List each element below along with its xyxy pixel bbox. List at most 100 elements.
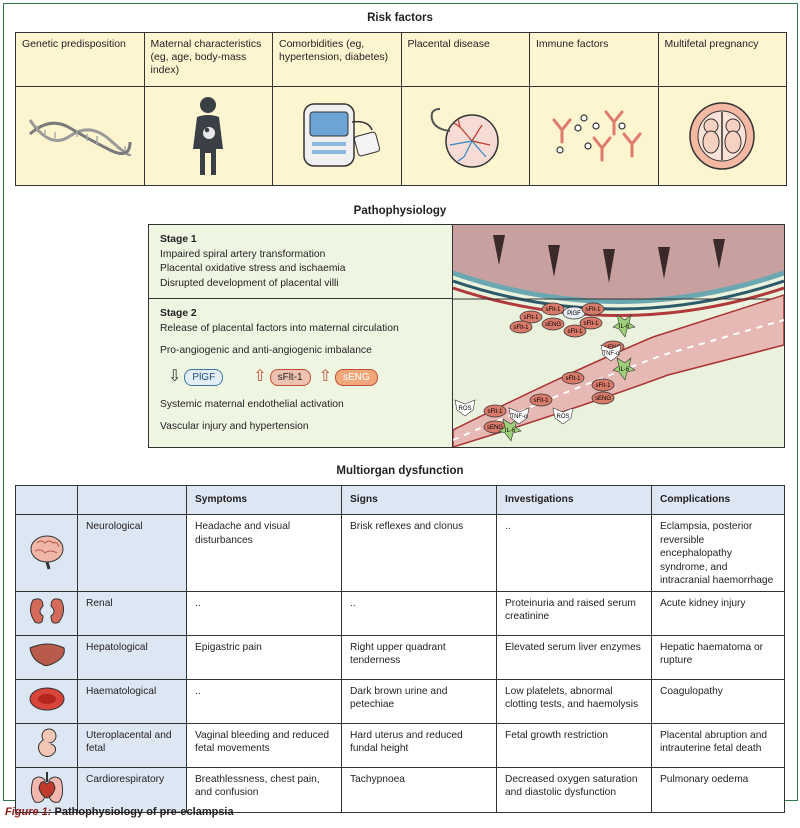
stage2-imbalance: Pro-angiogenic and anti-angiogenic imbal…	[160, 345, 372, 356]
sflt1-cell-label: sFlt-1	[568, 329, 584, 335]
sflt1-cell-label: sFlt-1	[584, 321, 600, 327]
pathophysiology-title: Pathophysiology	[353, 205, 447, 217]
plgf-marker: PlGF	[184, 368, 224, 386]
brain-icon	[15, 514, 78, 592]
risk-factors-panel: Genetic predisposition Maternal characte…	[15, 32, 787, 186]
sflt1-cell-label: sFlt-1	[586, 307, 602, 313]
signs-cell: Hard uterus and reduced fundal height	[341, 722, 497, 768]
seng-marker: sENG	[335, 368, 378, 386]
signs-cell: Tachypnoea	[341, 766, 497, 813]
symptoms-cell: Epigastric pain	[186, 634, 342, 680]
sflt1-marker: sFlt-1	[269, 368, 311, 386]
symptoms-cell: Breathlessness, chest pain, and confusio…	[186, 766, 342, 813]
table-row: Hepatological Epigastric pain Right uppe…	[15, 634, 785, 680]
symptoms-cell: Vaginal bleeding and reduced fetal movem…	[186, 722, 342, 768]
organ-label: Hepatological	[77, 634, 187, 680]
kidneys-icon	[15, 590, 78, 636]
organ-label: Renal	[77, 590, 187, 636]
risk-factor-immune: Immune factors	[530, 33, 659, 185]
header-icon-cell	[15, 485, 78, 515]
il6-label: IL-6	[505, 428, 516, 434]
antibody-icon	[530, 87, 658, 184]
risk-factors-title: Risk factors	[367, 12, 433, 24]
sflt1-cell-label: sFlt-1	[596, 383, 612, 389]
risk-factor-label: Comorbidities (eg, hypertension, diabete…	[273, 33, 401, 87]
sflt1-cell-label: sFlt-1	[488, 409, 504, 415]
arrow-up-icon: ⇧	[318, 368, 332, 385]
investigations-cell: Proteinuria and raised serum creatinine	[496, 590, 652, 636]
risk-factor-label: Maternal characteristics (eg, age, body-…	[144, 33, 272, 87]
complications-cell: Eclampsia, posterior reversible encephal…	[651, 514, 785, 592]
header-investigations: Investigations	[496, 485, 652, 515]
risk-factor-label: Multifetal pregnancy	[658, 33, 786, 87]
symptoms-cell: ..	[186, 678, 342, 724]
investigations-cell: Decreased oxygen saturation and diastoli…	[496, 766, 652, 813]
il6-label: IL-6	[619, 324, 630, 330]
complications-cell: Pulmonary oedema	[651, 766, 785, 813]
arrow-down-icon: ⇩	[168, 368, 182, 385]
placenta-icon	[402, 87, 530, 184]
seng-cell-label: sENG	[595, 396, 611, 402]
stage1-line: Impaired spiral artery transformation	[160, 248, 326, 260]
sflt1-cell-label: sFlt-1	[546, 307, 562, 313]
risk-factor-genetic: Genetic predisposition	[16, 33, 145, 185]
complications-cell: Acute kidney injury	[651, 590, 785, 636]
risk-factor-maternal: Maternal characteristics (eg, age, body-…	[144, 33, 273, 185]
placenta-vessel-illustration: sFlt-1 sFlt-1 sFlt-1 sENG PlGF sFlt-1 sF…	[452, 225, 785, 449]
table-row: Neurological Headache and visual disturb…	[15, 514, 785, 592]
glucose-meter-icon	[273, 87, 401, 184]
multiorgan-table: Symptoms Signs Investigations Complicati…	[15, 485, 785, 813]
ros-label: ROS	[556, 414, 569, 420]
risk-factor-comorbidities: Comorbidities (eg, hypertension, diabete…	[273, 33, 402, 185]
table-row: Renal .. .. Proteinuria and raised serum…	[15, 590, 785, 636]
complications-cell: Placental abruption and intrauterine fet…	[651, 722, 785, 768]
stage2-injury: Vascular injury and hypertension	[160, 421, 309, 432]
risk-factor-multifetal: Multifetal pregnancy	[658, 33, 787, 185]
stage2-release: Release of placental factors into matern…	[160, 322, 399, 334]
stage2-activation: Systemic maternal endothelial activation	[160, 398, 344, 410]
fetus-icon	[15, 722, 78, 768]
pathophysiology-panel: Stage 1 Impaired spiral artery transform…	[148, 224, 785, 449]
investigations-cell: Elevated serum liver enzymes	[496, 634, 652, 680]
pregnant-woman-icon	[145, 87, 273, 184]
plgf-cell-label: PlGF	[567, 311, 581, 317]
header-complications: Complications	[651, 485, 785, 515]
marker-row: ⇩ PlGF ⇧ sFlt-1 ⇧ sENG	[168, 368, 441, 386]
organ-label: Neurological	[77, 514, 187, 592]
stage1-box: Stage 1 Impaired spiral artery transform…	[149, 225, 452, 299]
tnf-label: TNF-α	[602, 351, 620, 357]
table-header-row: Symptoms Signs Investigations Complicati…	[15, 485, 785, 515]
stage2-box: Stage 2 Release of placental factors int…	[149, 299, 452, 447]
il6-label: IL-6	[619, 367, 630, 373]
signs-cell: Dark brown urine and petechiae	[341, 678, 497, 724]
complications-cell: Coagulopathy	[651, 678, 785, 724]
stage2-title: Stage 2	[160, 308, 197, 319]
twins-uterus-icon	[659, 87, 787, 184]
sflt1-cell-label: sFlt-1	[514, 325, 530, 331]
table-row: Haematological .. Dark brown urine and p…	[15, 678, 785, 724]
liver-icon	[15, 634, 78, 680]
table-row: Uteroplacental and fetal Vaginal bleedin…	[15, 722, 785, 768]
stage1-title: Stage 1	[160, 234, 197, 245]
multiorgan-title: Multiorgan dysfunction	[336, 465, 464, 477]
sflt1-cell-label: sFlt-1	[534, 398, 550, 404]
sflt1-cell-label: sFlt-1	[524, 315, 540, 321]
risk-factor-label: Placental disease	[401, 33, 529, 87]
header-organ-cell	[77, 485, 187, 515]
stage1-line: Placental oxidative stress and ischaemia	[160, 263, 346, 274]
signs-cell: ..	[341, 590, 497, 636]
organ-label: Cardiorespiratory	[77, 766, 187, 813]
figure-number: Figure 1:	[5, 806, 52, 818]
risk-factor-placental: Placental disease	[401, 33, 530, 185]
figure-caption: Figure 1: Pathophysiology of pre-eclamps…	[5, 806, 234, 818]
red-blood-cell-icon	[15, 678, 78, 724]
organ-label: Haematological	[77, 678, 187, 724]
dna-icon	[16, 87, 144, 184]
investigations-cell: Low platelets, abnormal clotting tests, …	[496, 678, 652, 724]
investigations-cell: ..	[496, 514, 652, 592]
signs-cell: Right upper quadrant tenderness	[341, 634, 497, 680]
complications-cell: Hepatic haematoma or rupture	[651, 634, 785, 680]
tnf-label: TNF-α	[510, 414, 528, 420]
symptoms-cell: Headache and visual disturbances	[186, 514, 342, 592]
arrow-up-icon: ⇧	[253, 368, 267, 385]
